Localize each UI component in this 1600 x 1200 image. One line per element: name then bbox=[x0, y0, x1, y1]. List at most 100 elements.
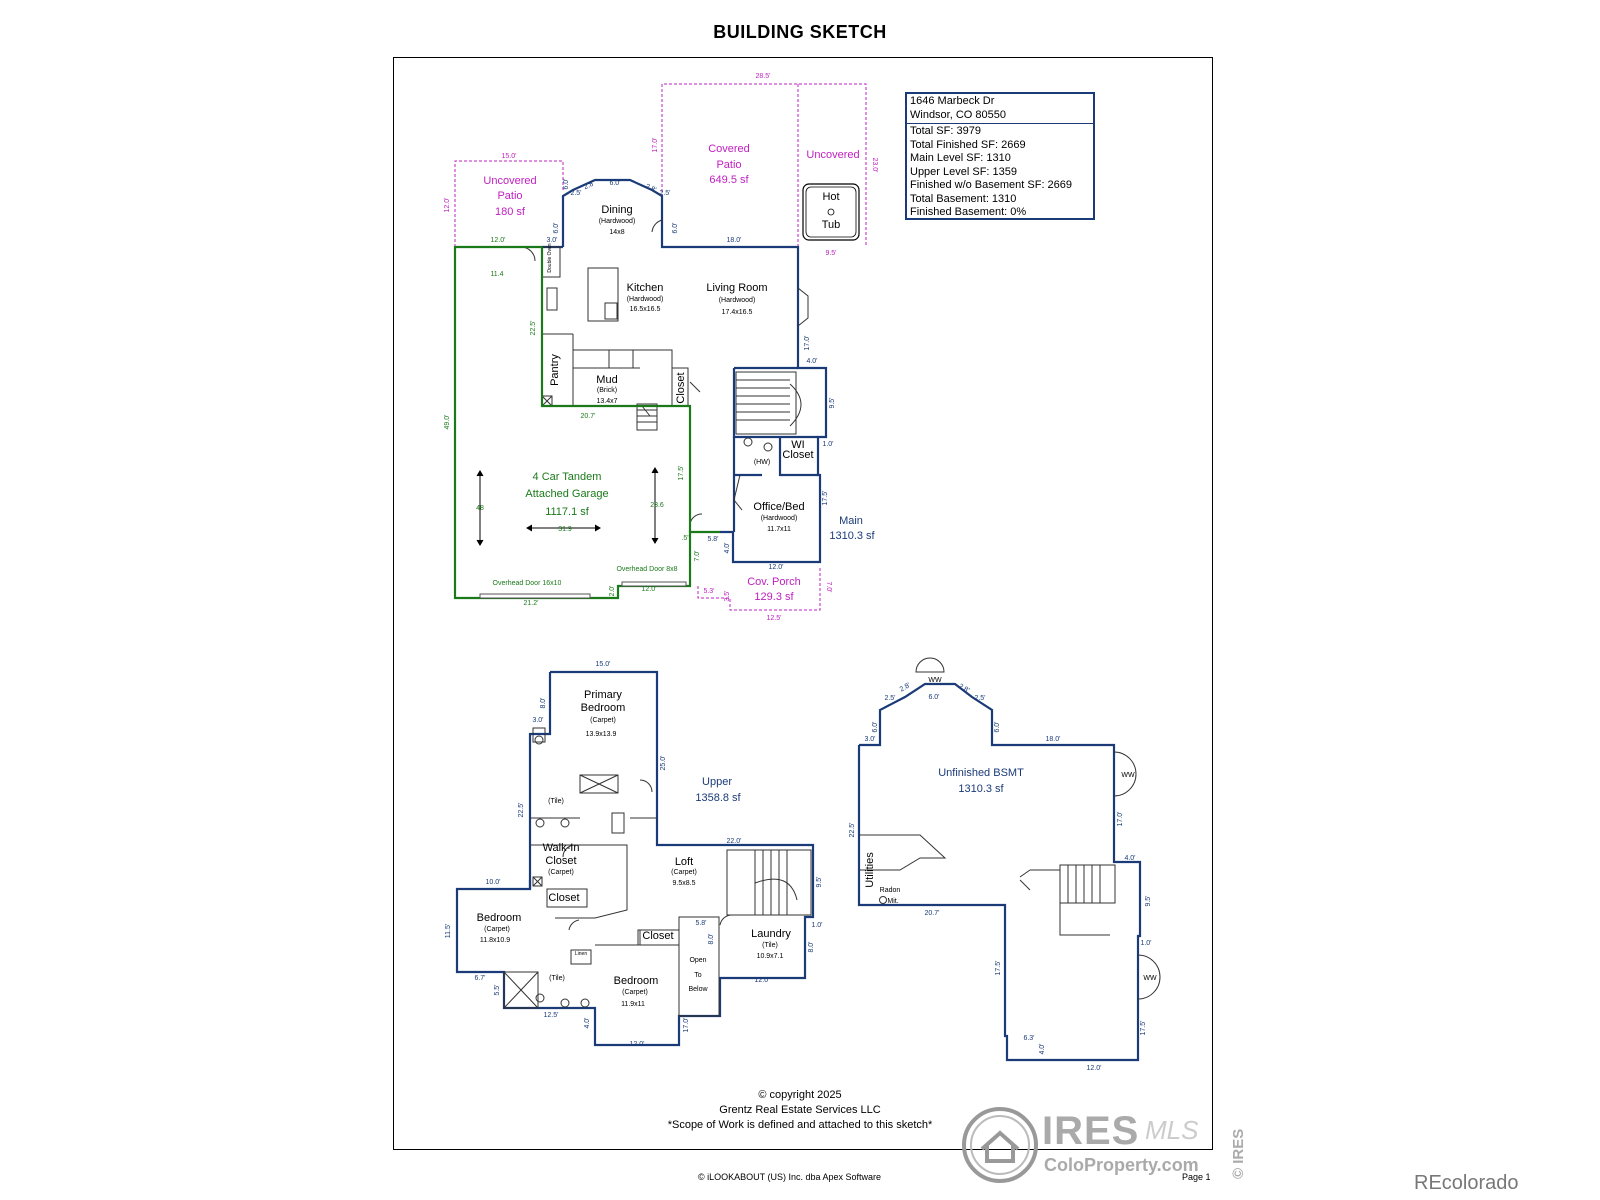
utilities-label: Utilities bbox=[864, 852, 876, 888]
svg-text:28.5': 28.5' bbox=[756, 73, 771, 80]
svg-text:9.5': 9.5' bbox=[829, 397, 836, 408]
svg-text:6.0': 6.0' bbox=[928, 694, 939, 701]
primary-bedroom-label: Primary bbox=[584, 689, 622, 701]
uncovered-patio-label: Uncovered bbox=[483, 175, 536, 187]
svg-text:8.0': 8.0' bbox=[808, 941, 815, 952]
svg-text:3.0': 3.0' bbox=[546, 237, 557, 244]
recolorado-logo: REcolorado bbox=[1414, 1172, 1519, 1194]
svg-text:1.0': 1.0' bbox=[822, 441, 833, 448]
svg-text:5.8': 5.8' bbox=[707, 536, 718, 543]
svg-text:12.0': 12.0' bbox=[444, 198, 451, 213]
total-basement: Total Basement: 1310 bbox=[910, 192, 1017, 205]
main-level-label: Main bbox=[839, 515, 863, 527]
svg-text:25.0': 25.0' bbox=[660, 756, 667, 771]
svg-text:13.9x13.9: 13.9x13.9 bbox=[586, 731, 617, 738]
svg-text:17.4x16.5: 17.4x16.5 bbox=[722, 309, 753, 316]
svg-text:8.0': 8.0' bbox=[708, 933, 715, 944]
svg-text:4.0': 4.0' bbox=[1124, 855, 1135, 862]
svg-text:2.5': 2.5' bbox=[570, 190, 581, 197]
svg-text:6.0': 6.0' bbox=[672, 222, 679, 233]
svg-text:7.0': 7.0' bbox=[694, 550, 701, 561]
cov-porch-label: Cov. Porch bbox=[747, 576, 801, 588]
svg-text:12.5': 12.5' bbox=[544, 1012, 559, 1019]
window-well-3: WW bbox=[1143, 975, 1157, 982]
house-icon bbox=[962, 1107, 1038, 1183]
svg-text:6.7': 6.7' bbox=[474, 975, 485, 982]
svg-text:49.0': 49.0' bbox=[444, 415, 451, 430]
finished-wo-basement: Finished w/o Basement SF: 2669 bbox=[910, 179, 1073, 191]
closet-1-label: Closet bbox=[548, 892, 579, 904]
svg-text:12.0': 12.0' bbox=[642, 586, 657, 593]
svg-text:9.5': 9.5' bbox=[1145, 895, 1152, 906]
svg-text:20.7': 20.7' bbox=[925, 910, 940, 917]
basement-outline bbox=[857, 682, 1142, 1062]
svg-text:5.5': 5.5' bbox=[494, 984, 501, 995]
svg-text:(Carpet): (Carpet) bbox=[548, 869, 574, 876]
svg-text:6.0': 6.0' bbox=[994, 721, 1001, 732]
upper-level-outline bbox=[455, 670, 815, 1047]
svg-text:14x8: 14x8 bbox=[609, 229, 624, 236]
uncovered-patio-area: 180 sf bbox=[495, 206, 526, 218]
svg-text:17.5': 17.5' bbox=[678, 466, 685, 481]
total-sf: Total SF: 3979 bbox=[910, 125, 981, 137]
svg-text:22.5': 22.5' bbox=[849, 823, 856, 838]
svg-text:4.0': 4.0' bbox=[806, 358, 817, 365]
svg-text:17.0': 17.0' bbox=[652, 138, 659, 153]
svg-text:2.0': 2.0' bbox=[609, 585, 616, 596]
covered-patio-label: Covered bbox=[708, 143, 750, 155]
svg-text:15.0': 15.0' bbox=[596, 661, 611, 668]
svg-text:12.0': 12.0' bbox=[769, 564, 784, 571]
svg-text:6.3': 6.3' bbox=[1023, 1035, 1034, 1042]
company-text: Grentz Real Estate Services LLC bbox=[719, 1104, 881, 1116]
svg-text:2.5': 2.5' bbox=[884, 695, 895, 702]
svg-text:3.5': 3.5' bbox=[724, 590, 731, 601]
svg-text:22.5': 22.5' bbox=[530, 321, 537, 336]
hall-bath-tile: (Tile) bbox=[549, 975, 565, 982]
svg-text:10.9x7.1: 10.9x7.1 bbox=[757, 953, 784, 960]
svg-text:(Carpet): (Carpet) bbox=[484, 926, 510, 933]
svg-text:5.3': 5.3' bbox=[703, 588, 714, 595]
double-oven-label: Double Oven bbox=[547, 243, 553, 272]
kitchen-label: Kitchen bbox=[627, 282, 664, 294]
svg-text:17.5': 17.5' bbox=[995, 961, 1002, 976]
svg-text:(Carpet): (Carpet) bbox=[622, 989, 648, 996]
svg-text:11.4: 11.4 bbox=[490, 271, 503, 278]
living-room-label: Living Room bbox=[706, 282, 767, 294]
svg-text:17.0': 17.0' bbox=[804, 336, 811, 351]
svg-text:(Carpet): (Carpet) bbox=[590, 717, 616, 724]
basement-label: Unfinished BSMT bbox=[938, 767, 1024, 779]
svg-text:9.5x8.5: 9.5x8.5 bbox=[673, 880, 696, 887]
svg-text:18.0': 18.0' bbox=[1046, 736, 1061, 743]
bedroom-1-label: Bedroom bbox=[477, 912, 522, 924]
garage-outline bbox=[453, 245, 720, 600]
svg-text:9.5': 9.5' bbox=[816, 876, 823, 887]
cov-porch-area: 129.3 sf bbox=[754, 591, 794, 603]
wi-closet-label: WI bbox=[791, 439, 804, 451]
svg-text:11.5': 11.5' bbox=[445, 924, 452, 938]
sketch-frame bbox=[393, 57, 1213, 1150]
svg-text:9.5': 9.5' bbox=[825, 250, 836, 257]
basement-area: 1310.3 sf bbox=[958, 783, 1004, 795]
upper-level-label: Upper bbox=[702, 776, 732, 788]
dining-label: Dining bbox=[601, 204, 632, 216]
svg-text:1.0': 1.0' bbox=[811, 922, 822, 929]
loft-label: Loft bbox=[675, 856, 693, 868]
svg-text:2.8': 2.8' bbox=[644, 183, 657, 194]
svg-text:21.2': 21.2' bbox=[524, 600, 539, 607]
svg-text:2.5': 2.5' bbox=[974, 695, 985, 702]
svg-text:22.0': 22.0' bbox=[727, 838, 742, 845]
svg-text:2.5': 2.5' bbox=[659, 190, 670, 197]
closet-2-label: Closet bbox=[642, 930, 673, 942]
garage-label: 4 Car Tandem bbox=[533, 471, 602, 483]
primary-bath-tile: (Tile) bbox=[548, 798, 564, 805]
office-label: Office/Bed bbox=[753, 501, 804, 513]
outdoor-areas bbox=[454, 83, 867, 611]
svg-text:Patio: Patio bbox=[716, 159, 741, 171]
svg-text:12.0': 12.0' bbox=[491, 237, 506, 244]
pantry-label: Pantry bbox=[549, 354, 561, 386]
svg-text:31.9: 31.9 bbox=[558, 526, 572, 533]
svg-text:48: 48 bbox=[476, 505, 484, 512]
svg-text:10.0': 10.0' bbox=[486, 879, 501, 886]
total-finished-sf: Total Finished SF: 2669 bbox=[910, 138, 1026, 151]
